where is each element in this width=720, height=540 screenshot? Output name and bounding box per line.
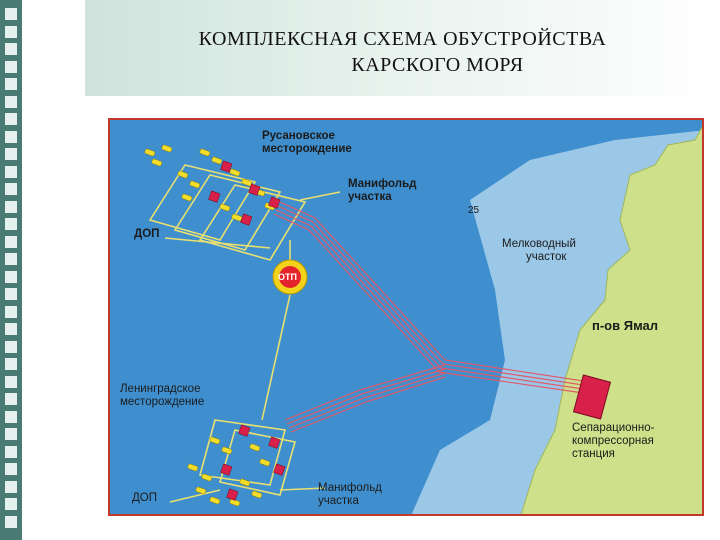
shallow-label-line-1: Мелководный: [502, 238, 576, 250]
strip-square: [5, 60, 17, 73]
manifold-top-label-line-2: участка: [348, 191, 392, 203]
manifold-top-label: Манифольд участка: [348, 178, 416, 204]
strip-square: [5, 305, 17, 318]
strip-square: [5, 340, 17, 353]
title-line-1: КОМПЛЕКСНАЯ СХЕМА ОБУСТРОЙСТВА: [198, 28, 607, 50]
depth-label: 25: [468, 204, 479, 217]
title-line-2: КАРСКОГО МОРЯ: [351, 54, 524, 76]
station-label-line-2: компрессорная: [572, 435, 654, 447]
depth-text: 25: [468, 205, 480, 216]
strip-square: [5, 480, 17, 493]
header-band: [85, 0, 720, 96]
dop-top-text: ДОП: [134, 228, 160, 240]
shallow-label-line-2: участок: [526, 251, 567, 263]
strip-square: [5, 183, 17, 195]
strip-square: [5, 113, 17, 125]
strip-square: [5, 288, 17, 300]
leningrad-label-line-1: Ленинградское: [120, 383, 201, 395]
strip-square: [5, 8, 17, 20]
strip-square: [5, 498, 17, 510]
yamal-label: п-ов Ямал: [592, 319, 658, 332]
rusanov-label-line-1: Русановское: [262, 130, 335, 142]
shallow-area-label: Мелководный участок: [502, 238, 576, 264]
page-title: КОМПЛЕКСНАЯ СХЕМА ОБУСТРОЙСТВА КАРСКОГО …: [85, 26, 720, 78]
leningrad-well-markers: [187, 436, 271, 507]
rusanov-well-markers: [144, 144, 276, 222]
manifold-bottom-label-line-2: участка: [318, 495, 359, 507]
strip-square: [5, 78, 17, 90]
manifold-top-label-line-1: Манифольд: [348, 178, 417, 190]
compressor-station-marker: [572, 374, 612, 420]
strip-square: [5, 428, 17, 440]
strip-square: [5, 375, 17, 388]
rusanov-platform-markers: [208, 160, 281, 226]
strip-square: [5, 515, 17, 528]
station-label-line-1: Сепарационно-: [572, 422, 655, 434]
strip-square: [5, 445, 17, 458]
leningrad-field-label: Ленинградское месторождение: [120, 383, 204, 409]
rusanov-field-label: Русановское месторождение: [262, 130, 352, 156]
strip-square: [5, 43, 17, 55]
map-graphic: [110, 120, 702, 514]
strip-square: [5, 410, 17, 423]
station-label-line-3: станция: [572, 448, 615, 460]
pipeline-bundle: [273, 201, 591, 433]
leningrad-label-line-2: месторождение: [120, 396, 205, 408]
dop-top-label: ДОП: [134, 228, 159, 241]
decorative-side-strip: [0, 0, 22, 540]
yamal-text: п-ов Ямал: [592, 318, 659, 333]
strip-square: [5, 393, 17, 405]
manifold-bottom-label: Манифольд участка: [318, 482, 382, 508]
yamal-peninsula-land: [520, 126, 702, 514]
otp-text: ОТП: [278, 272, 297, 282]
station-label: Сепарационно- компрессорная станция: [572, 422, 654, 461]
strip-square: [5, 270, 17, 283]
dop-bottom-text: ДОП: [132, 492, 157, 504]
field-layout-map: Русановское месторождение Манифольд учас…: [108, 118, 704, 516]
strip-square: [5, 358, 17, 370]
rusanov-label-line-2: месторождение: [262, 143, 352, 155]
strip-square: [5, 25, 17, 38]
strip-square: [5, 463, 17, 475]
strip-square: [5, 130, 17, 143]
strip-square: [5, 218, 17, 230]
strip-square: [5, 165, 17, 178]
leningrad-platform-markers: [220, 424, 286, 501]
dop-bottom-label: ДОП: [132, 492, 157, 505]
manifold-bottom-label-line-1: Манифольд: [318, 482, 382, 494]
strip-square: [5, 95, 17, 108]
strip-square: [5, 253, 17, 265]
strip-square: [5, 235, 17, 248]
otp-terminal-marker: [272, 259, 308, 295]
strip-square: [5, 200, 17, 213]
strip-square: [5, 148, 17, 160]
strip-square: [5, 323, 17, 335]
otp-label: ОТП: [278, 271, 297, 284]
